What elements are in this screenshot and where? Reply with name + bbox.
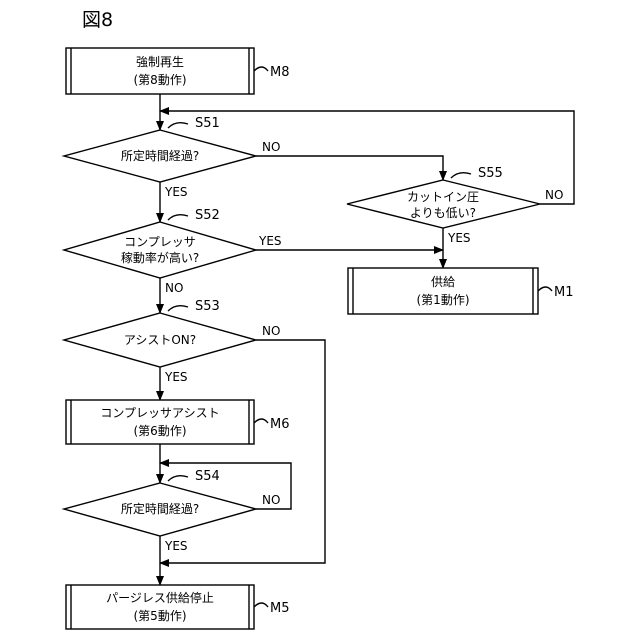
decision-s55-line1: カットイン圧 [407,190,479,204]
decision-s54-yes: YES [164,539,188,553]
box-m5-ref: M5 [270,601,290,616]
box-m1-line2: (第1動作) [417,293,470,307]
decision-s51-ref: S51 [195,116,220,131]
decision-s51-yes: YES [164,185,188,199]
box-m6-ref: M6 [270,417,290,432]
decision-s52-no: NO [165,281,183,295]
decision-s54: 所定時間経過? S54 NO YES [64,469,280,553]
decision-s52: コンプレッサ 稼動率が高い? S52 YES NO [64,208,282,295]
process-box-m5: パージレス供給停止 (第5動作) M5 [66,585,290,629]
figure-title: 図8 [82,9,113,31]
decision-s53-text: アシストON? [124,333,196,347]
box-m6-line1: コンプレッサアシスト [100,406,219,420]
box-m6-line2: (第6動作) [134,424,187,438]
decision-s54-no: NO [262,493,280,507]
box-m8-ref: M8 [270,65,290,80]
process-box-m8: 強制再生 (第8動作) M8 [66,48,290,94]
decision-s55-no: NO [545,188,563,202]
box-m1-line1: 供給 [431,275,455,289]
decision-s54-text: 所定時間経過? [121,501,199,516]
decision-s52-yes: YES [258,234,282,248]
decision-s51-no: NO [262,140,280,154]
process-box-m1: 供給 (第1動作) M1 [348,268,574,314]
decision-s53-ref: S53 [195,299,220,314]
decision-s52-line2: 稼動率が高い? [121,250,199,265]
decision-s52-ref: S52 [195,208,220,223]
decision-s51: 所定時間経過? S51 NO YES [64,116,280,199]
decision-s55: カットイン圧 よりも低い? S55 NO YES [347,166,563,245]
decision-s53-no: NO [262,324,280,338]
box-m5-line2: (第5動作) [134,609,187,623]
box-m5-line1: パージレス供給停止 [106,590,214,605]
box-m8-line1: 強制再生 [136,55,184,69]
decision-s55-ref: S55 [478,166,503,181]
decision-s52-line1: コンプレッサ [124,235,196,249]
decision-s51-text: 所定時間経過? [121,148,199,163]
decision-s53-yes: YES [164,370,188,384]
decision-s55-line2: よりも低い? [410,206,476,220]
decision-s55-yes: YES [447,231,471,245]
decision-s54-ref: S54 [195,469,220,484]
decision-s53: アシストON? S53 NO YES [64,299,280,384]
box-m1-ref: M1 [554,285,574,300]
box-m8-line2: (第8動作) [134,73,187,87]
process-box-m6: コンプレッサアシスト (第6動作) M6 [66,400,290,444]
